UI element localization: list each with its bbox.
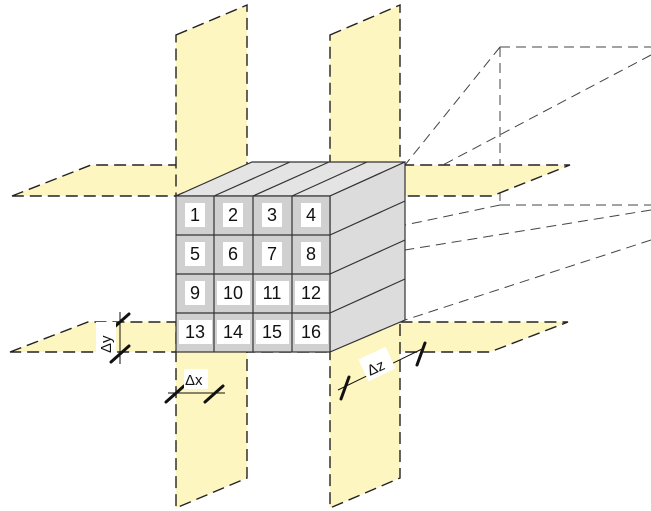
cell-label-13: 13 bbox=[185, 322, 205, 342]
left-vertical-plane-upper bbox=[175, 3, 248, 198]
cell-label-10: 10 bbox=[223, 283, 243, 303]
cell-label-3: 3 bbox=[267, 205, 277, 225]
dx-label: Δx bbox=[185, 372, 203, 389]
cell-labels: 1 2 3 4 5 6 7 8 9 10 11 12 13 14 15 16 bbox=[179, 203, 328, 344]
dimension-dx: Δx bbox=[164, 369, 225, 404]
cell-label-15: 15 bbox=[262, 322, 282, 342]
cell-label-4: 4 bbox=[306, 205, 316, 225]
cell-label-11: 11 bbox=[263, 283, 282, 303]
cell-label-8: 8 bbox=[306, 244, 316, 264]
dimension-dz: Δz bbox=[337, 341, 427, 401]
dz-label: Δz bbox=[365, 357, 388, 380]
cell-label-5: 5 bbox=[190, 244, 200, 264]
cell-label-1: 1 bbox=[190, 205, 200, 225]
cell-label-14: 14 bbox=[223, 322, 243, 342]
cell-label-12: 12 bbox=[301, 283, 321, 303]
dy-label: Δy bbox=[98, 335, 115, 353]
cell-label-6: 6 bbox=[228, 244, 238, 264]
dimension-dy: Δy bbox=[96, 312, 131, 364]
cell-label-9: 9 bbox=[190, 283, 200, 303]
cell-label-7: 7 bbox=[267, 244, 277, 264]
right-vertical-plane-lower bbox=[329, 321, 401, 510]
cell-label-16: 16 bbox=[301, 322, 321, 342]
cell-label-2: 2 bbox=[228, 205, 238, 225]
